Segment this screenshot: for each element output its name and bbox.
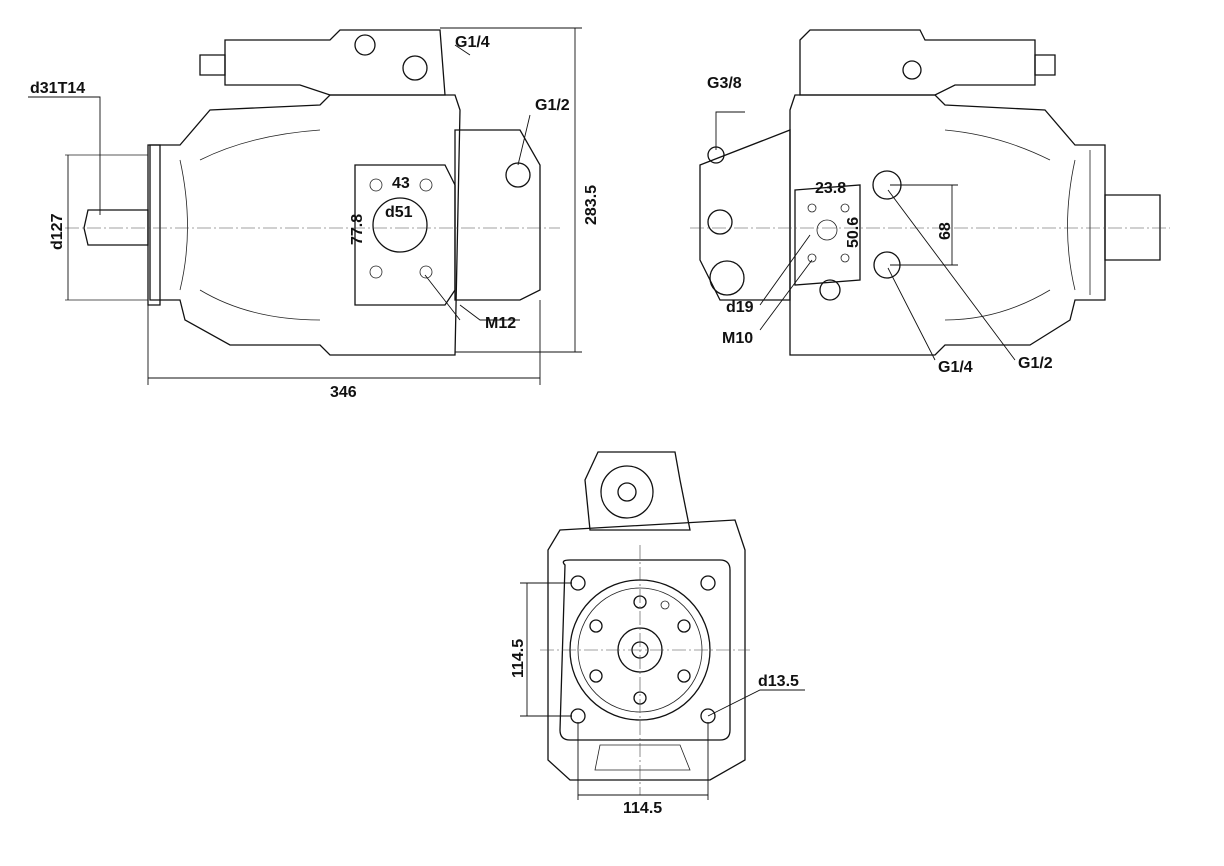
front-view: 114.5 114.5 d13.5 <box>510 451 805 817</box>
bolt-spacing-label: 43 <box>392 175 410 192</box>
rear-bolt-spacing-label: 23.8 <box>815 180 846 197</box>
rear-housing-outline <box>789 94 1106 356</box>
port-thread-label: M12 <box>485 315 516 332</box>
port-diameter-label: d51 <box>385 204 413 221</box>
bolt-square-horizontal-label: 114.5 <box>623 800 662 817</box>
gauge-port-label: G1/4 <box>455 34 490 51</box>
rear-drain-port-label: G1/2 <box>1018 355 1053 372</box>
bolt-square-vertical-label: 114.5 <box>510 639 527 678</box>
side-view: d31T14 d127 346 283.5 G1/4 G1/2 43 d51 7… <box>28 27 600 401</box>
rear-control-port-label: G3/8 <box>707 75 742 92</box>
overall-length-label: 346 <box>330 384 357 401</box>
side-rear-cover <box>454 129 541 301</box>
rear-gauge-port-label: G1/4 <box>938 359 973 376</box>
side-flange <box>147 144 161 306</box>
rear-bolt-spacing-vertical-label: 50.6 <box>845 217 862 248</box>
bolt-spacing-vertical-label: 77.8 <box>349 214 366 245</box>
rear-view: G3/8 23.8 50.6 68 d19 M10 G1/4 G1/2 <box>690 29 1170 376</box>
side-control-valve <box>224 29 446 96</box>
pilot-diameter-label: d127 <box>49 213 66 250</box>
rear-port-diameter-label: d19 <box>726 299 754 316</box>
rear-left-valve <box>699 129 791 301</box>
rear-port-plate <box>794 184 861 286</box>
rear-port-thread-label: M10 <box>722 330 753 347</box>
rear-shaft <box>1104 194 1161 261</box>
case-drain-label: G1/2 <box>535 97 570 114</box>
front-control-valve <box>584 451 691 531</box>
shaft-spline-label: d31T14 <box>30 80 85 97</box>
front-flange-square <box>559 559 731 741</box>
port-circle <box>372 197 428 253</box>
mount-hole-label: d13.5 <box>758 673 799 690</box>
front-housing <box>547 519 746 781</box>
port-offset-label: 68 <box>937 222 954 240</box>
shaft <box>83 209 149 246</box>
side-housing-outline <box>149 94 461 356</box>
overall-height-label: 283.5 <box>583 185 600 225</box>
